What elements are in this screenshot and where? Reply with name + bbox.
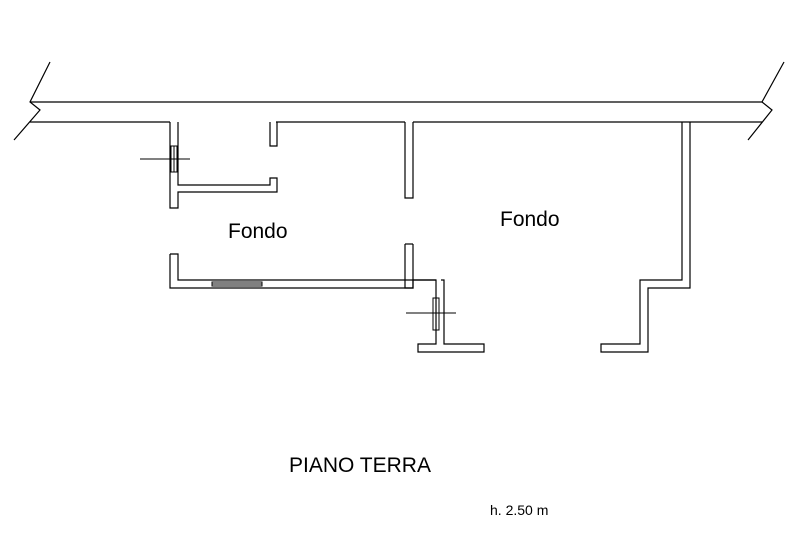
room-label-left: Fondo <box>228 220 288 243</box>
window-entry <box>406 297 456 331</box>
window-west <box>140 145 190 173</box>
ceiling-height-note: h. 2.50 m <box>490 502 548 518</box>
outer-wall <box>13 61 785 141</box>
left-room-west-wall-upper <box>169 122 278 209</box>
left-room-walls <box>169 122 485 353</box>
niche-inner <box>412 244 436 281</box>
middle-partition-upper <box>404 122 414 199</box>
left-room-partition-stub <box>269 122 278 147</box>
break-line-right <box>747 61 785 141</box>
left-room-south-wall <box>169 253 414 289</box>
middle-partition-lower <box>404 244 485 353</box>
break-line-left <box>13 61 51 141</box>
floor-title: PIANO TERRA <box>289 454 431 477</box>
window-south <box>211 281 263 287</box>
right-room-walls <box>600 122 691 353</box>
right-room-east-wall <box>600 122 691 353</box>
room-label-right: Fondo <box>500 208 560 231</box>
